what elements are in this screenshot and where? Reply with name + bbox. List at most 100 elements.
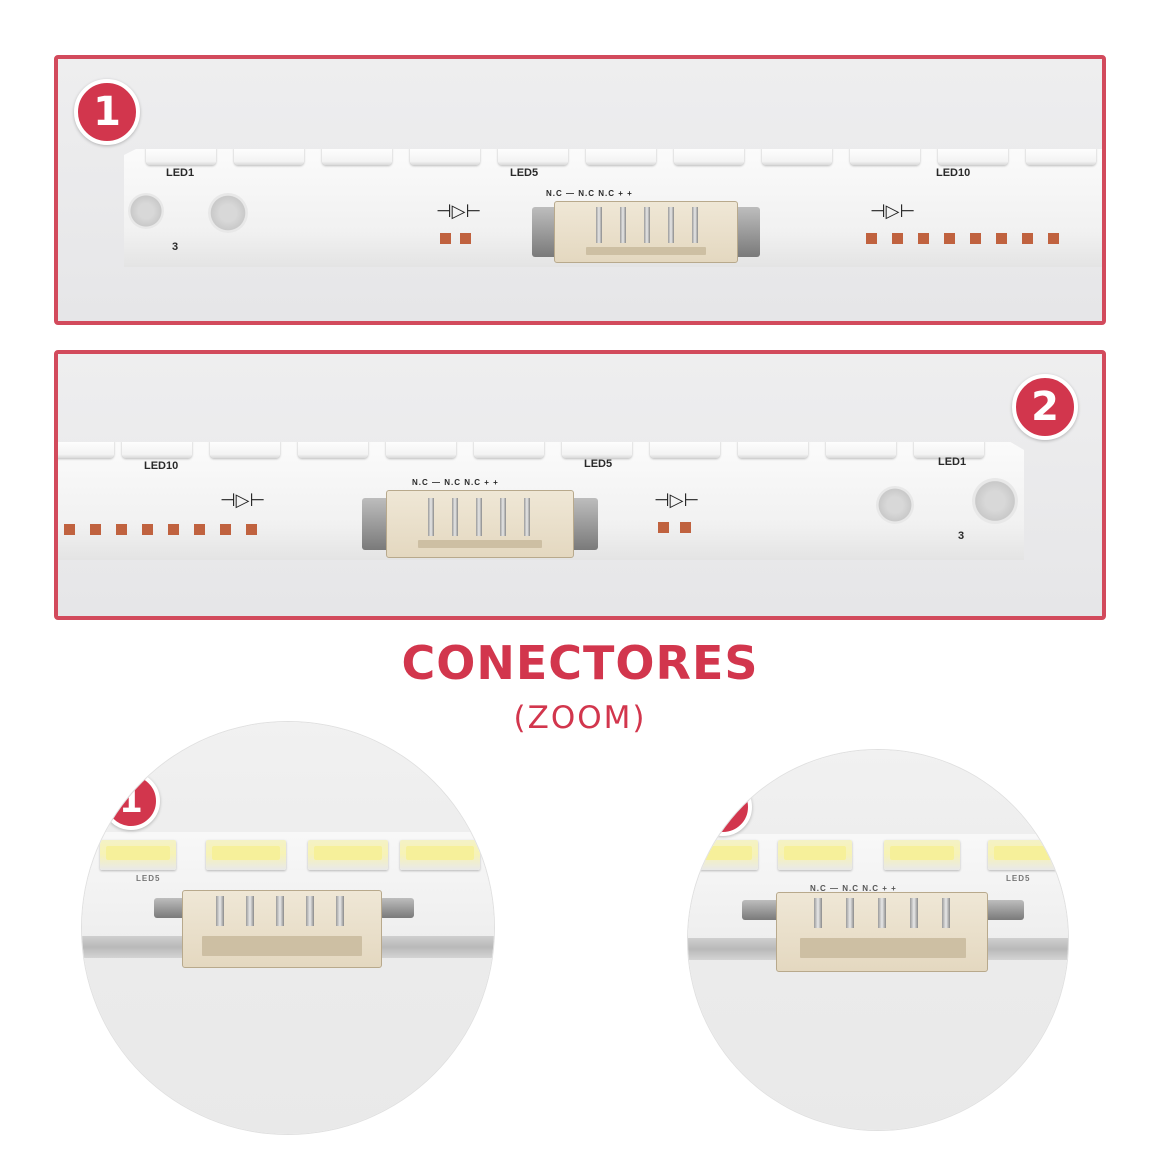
connector-pin — [942, 898, 950, 928]
solder-pad — [246, 524, 257, 535]
connector-slot — [202, 936, 362, 956]
connector — [742, 884, 1024, 974]
connector — [532, 201, 760, 267]
led-chip — [234, 149, 304, 165]
led-chip — [322, 149, 392, 165]
connector-slot — [418, 540, 542, 548]
connector-tab — [380, 898, 414, 918]
led-chip — [586, 149, 656, 165]
connector-pin — [846, 898, 854, 928]
led10-label: LED10 — [144, 460, 179, 472]
page-subtitle: (ZOOM) — [513, 700, 647, 736]
led-chip — [650, 442, 720, 458]
zoom-circle-2: N.C — N.C N.C + + LED5 2 — [688, 750, 1068, 1130]
connector-pin — [596, 207, 602, 243]
connector-tab — [742, 900, 782, 920]
led10-label: LED10 — [936, 167, 971, 179]
led-chip — [988, 840, 1058, 870]
connector-pin — [306, 896, 314, 926]
solder-pad — [440, 233, 451, 244]
led-chip — [386, 442, 456, 458]
led-chip — [850, 149, 920, 165]
solder-pad — [1022, 233, 1033, 244]
led5-label: LED5 — [510, 167, 539, 179]
solder-pad — [1048, 233, 1059, 244]
connector-tab — [154, 898, 188, 918]
solder-pad — [944, 233, 955, 244]
solder-pad — [996, 233, 1007, 244]
number-badge: 2 — [1012, 374, 1078, 440]
led-chip — [210, 442, 280, 458]
led-chip — [298, 442, 368, 458]
connector-pin — [878, 898, 886, 928]
hole-number: 3 — [958, 530, 965, 542]
solder-pad — [970, 233, 981, 244]
led-chip — [100, 840, 176, 870]
led-chip — [122, 442, 192, 458]
solder-pad — [116, 524, 127, 535]
page-title: CONECTORES — [401, 636, 759, 690]
connector-tab — [984, 900, 1024, 920]
connector-pin — [668, 207, 674, 243]
solder-pad — [142, 524, 153, 535]
led-chip — [562, 442, 632, 458]
led-chip — [474, 442, 544, 458]
connector-pin — [216, 896, 224, 926]
diode-symbol-icon: ⊣▷⊢ — [220, 490, 266, 511]
led-chip — [698, 840, 758, 870]
solder-pad — [658, 522, 669, 533]
led-chip — [308, 840, 388, 870]
led-chip — [58, 442, 114, 458]
connector-pin — [246, 896, 254, 926]
led-chip — [914, 442, 984, 458]
connector-slot — [586, 247, 706, 255]
connector-pin — [814, 898, 822, 928]
led-chip — [410, 149, 480, 165]
connector-pin — [428, 498, 434, 536]
connector-slot — [800, 938, 966, 958]
connector-marking: N.C — N.C N.C + + — [412, 478, 499, 487]
solder-pad — [892, 233, 903, 244]
diode-symbol-icon: ⊣▷⊢ — [436, 201, 482, 222]
led-chip — [498, 149, 568, 165]
connector-pin — [452, 498, 458, 536]
hole-number: 3 — [172, 241, 179, 253]
connector-marking: N.C — N.C N.C + + — [546, 189, 633, 198]
led1-label: LED1 — [938, 456, 967, 468]
mounting-hole — [208, 193, 248, 233]
solder-pad — [194, 524, 205, 535]
led-strip: LED10 LED5 LED1 ⊣▷⊢ ⊣▷⊢ 3 N.C — N.C N.C … — [58, 442, 1024, 560]
led-chip — [778, 840, 852, 870]
solder-pad — [460, 233, 471, 244]
led-strip: LED1 LED5 LED10 3 ⊣▷⊢ ⊣▷⊢ N.C — N.C N.C … — [124, 149, 1102, 267]
solder-pad — [680, 522, 691, 533]
connector — [154, 886, 414, 970]
solder-pad — [866, 233, 877, 244]
mounting-hole — [128, 193, 164, 229]
connector-pin — [500, 498, 506, 536]
number-badge: 1 — [102, 772, 160, 830]
led-chip — [938, 149, 1008, 165]
led-chip — [400, 840, 480, 870]
led-chip — [674, 149, 744, 165]
connector-marking: N.C — N.C N.C + + — [810, 884, 897, 893]
led-chip — [1026, 149, 1096, 165]
strip-photo-1: LED1 LED5 LED10 3 ⊣▷⊢ ⊣▷⊢ N.C — N.C N.C … — [54, 55, 1106, 325]
solder-pad — [168, 524, 179, 535]
mounting-hole — [972, 478, 1018, 524]
led-chip — [762, 149, 832, 165]
diode-symbol-icon: ⊣▷⊢ — [870, 201, 916, 222]
led1-label: LED1 — [166, 167, 195, 179]
led5-label: LED5 — [136, 874, 161, 883]
solder-pad — [220, 524, 231, 535]
connector-pin — [476, 498, 482, 536]
strip-photo-2: LED10 LED5 LED1 ⊣▷⊢ ⊣▷⊢ 3 N.C — N.C N.C … — [54, 350, 1106, 620]
zoom-circle-1: LED5 1 — [82, 722, 494, 1134]
connector-pin — [336, 896, 344, 926]
number-badge: 2 — [694, 778, 752, 836]
connector — [362, 490, 598, 560]
mounting-hole — [876, 486, 914, 524]
led-chip — [884, 840, 960, 870]
connector-pin — [276, 896, 284, 926]
connector-pin — [692, 207, 698, 243]
